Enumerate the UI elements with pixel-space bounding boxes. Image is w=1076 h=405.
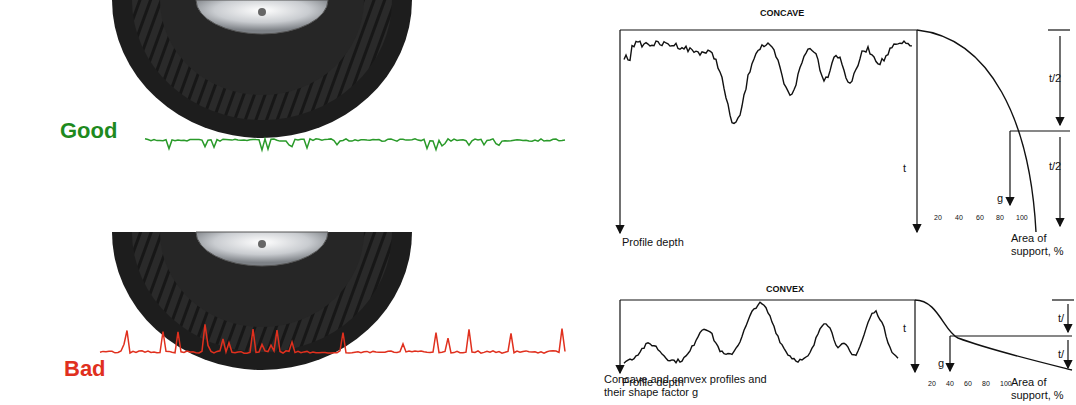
- profile-chart: [620, 30, 1070, 233]
- chart-title: CONCAVE: [760, 8, 804, 18]
- dimension-label: t/2: [1049, 72, 1061, 85]
- tick-label: 20: [928, 380, 936, 388]
- dimension-label: t/: [1058, 348, 1064, 361]
- tick-label: 40: [955, 214, 963, 222]
- tick-label: 80: [996, 214, 1004, 222]
- profile-chart: [620, 300, 1074, 373]
- tick-label: 80: [982, 380, 990, 388]
- figure-caption: Concave and convex profiles and their sh…: [604, 373, 774, 398]
- tick-label: 40: [946, 380, 954, 388]
- dimension-label: t: [903, 162, 906, 175]
- chart-title: CONVEX: [766, 284, 804, 294]
- dimension-label: t: [903, 322, 906, 335]
- axis-label: Profile depth: [622, 236, 684, 249]
- tire-illustration: [112, 232, 412, 370]
- tick-label: 20: [934, 214, 942, 222]
- shape-factor-label: g: [997, 192, 1003, 205]
- axis-label: Area of support, %: [1011, 232, 1073, 257]
- tire-illustration: [112, 0, 412, 138]
- road-profile: [100, 324, 565, 353]
- tick-label: 100: [1016, 214, 1028, 222]
- quality-label: Bad: [64, 356, 106, 381]
- shape-factor-label: g: [938, 357, 944, 370]
- tick-label: 60: [964, 380, 972, 388]
- tick-label: 60: [976, 214, 984, 222]
- dimension-label: t/2: [1049, 160, 1061, 173]
- quality-label: Good: [60, 118, 117, 143]
- road-profile: [145, 139, 565, 150]
- tick-label: 100: [1000, 380, 1012, 388]
- axis-label: Area of support, %: [1011, 376, 1073, 401]
- dimension-label: t/: [1058, 312, 1064, 325]
